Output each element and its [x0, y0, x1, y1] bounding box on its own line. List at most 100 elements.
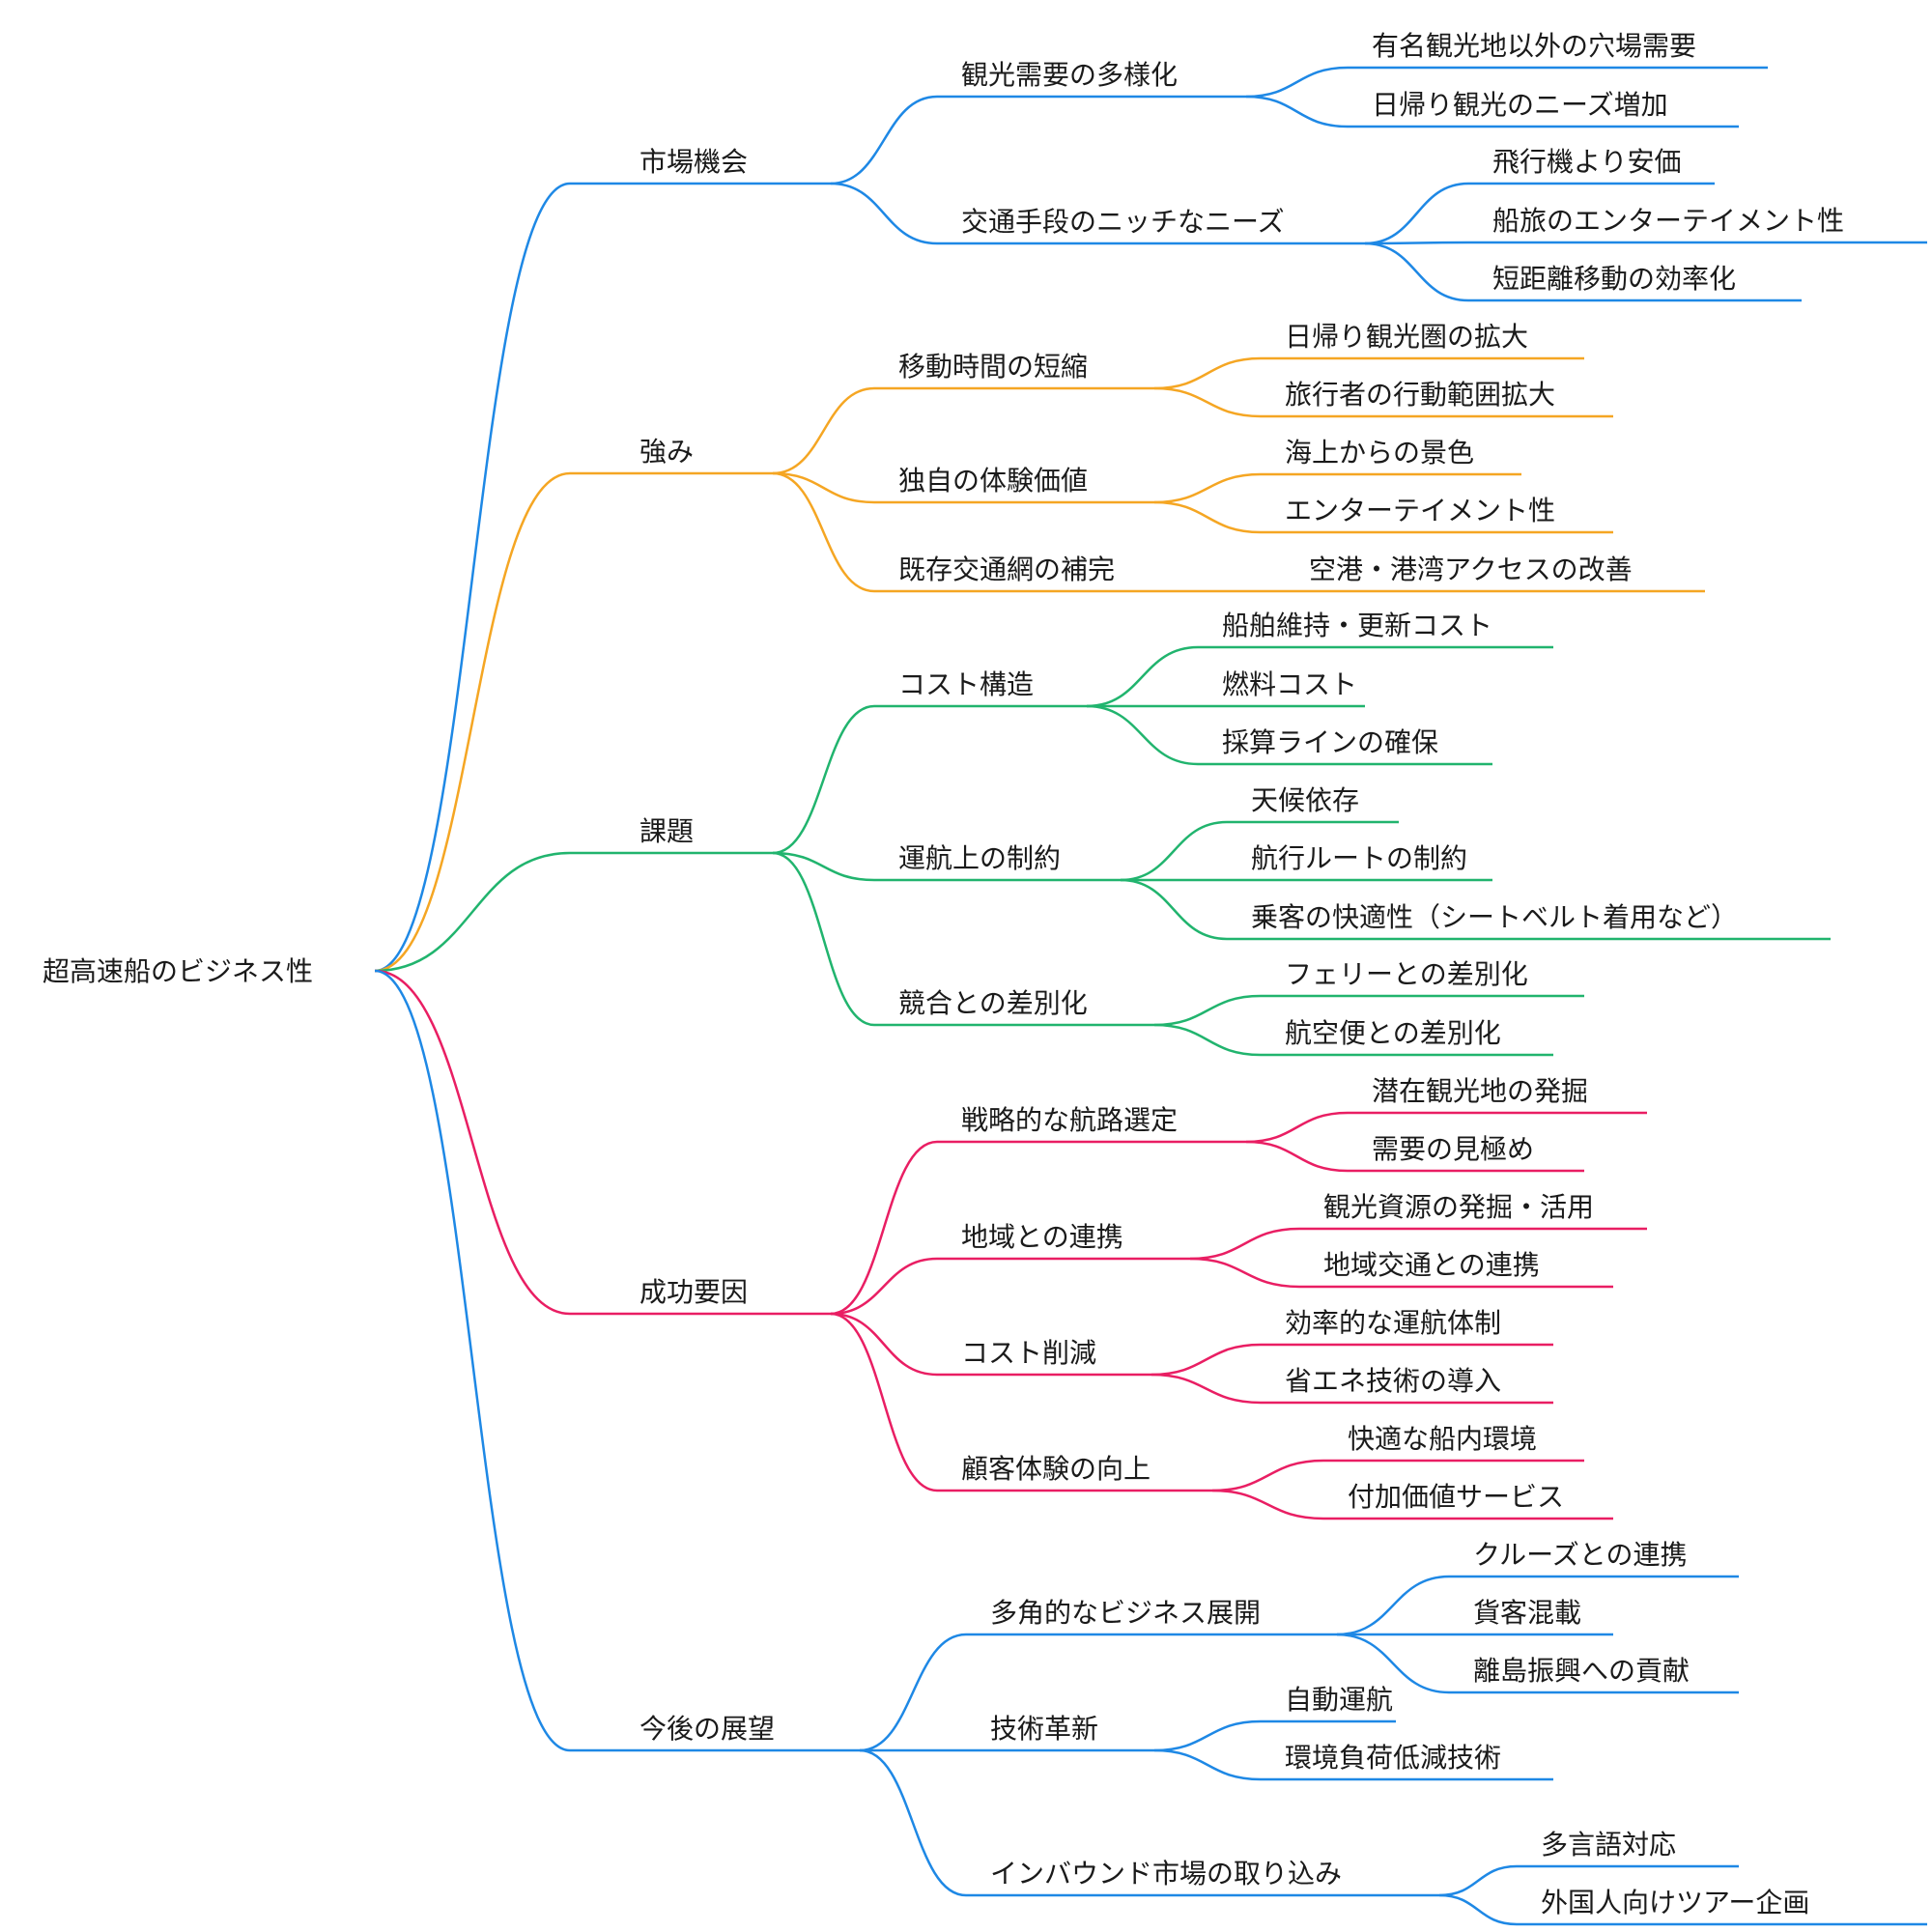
sub-node: 技術革新 [990, 1713, 1099, 1745]
leaf-node: 潜在観光地の発掘 [1372, 1075, 1589, 1107]
leaf-node: 日帰り観光圏の拡大 [1285, 321, 1529, 353]
branch-node: 強み [639, 436, 695, 468]
leaf-connector [1438, 1864, 1518, 1897]
leaf-node: 多言語対応 [1541, 1829, 1677, 1861]
leaf-connector [1245, 1111, 1349, 1144]
sub-node: 観光需要の多様化 [961, 59, 1179, 91]
leaf-connector [1364, 242, 1469, 302]
leaf-connector [1120, 878, 1228, 941]
leaf-connector [1245, 1140, 1349, 1173]
leaf-node: 天候依存 [1251, 784, 1360, 816]
sub-connector [830, 95, 938, 185]
sub-connector [772, 851, 875, 882]
leaf-node: クルーズとの連携 [1473, 1539, 1688, 1571]
sub-node: 独自の体験価値 [898, 465, 1089, 497]
leaf-node: 空港・港湾アクセスの改善 [1309, 554, 1633, 585]
leaf-node: 船旅のエンターテイメント性 [1492, 205, 1845, 237]
leaf-node: 船舶維持・更新コスト [1222, 610, 1493, 641]
sub-connector [830, 182, 938, 245]
leaf-node: 省エネ技術の導入 [1285, 1365, 1502, 1397]
leaf-node: 採算ラインの確保 [1222, 726, 1439, 758]
leaf-connector [1211, 1459, 1324, 1492]
sub-node: インバウンド市場の取り込み [990, 1858, 1343, 1889]
leaf-node: 需要の見極め [1372, 1133, 1535, 1165]
branch-node: 課題 [639, 815, 695, 847]
leaf-node: 貨客混載 [1473, 1597, 1582, 1629]
leaf-connector [1153, 994, 1262, 1027]
sub-node: 多角的なビジネス展開 [990, 1597, 1262, 1629]
leaf-connector [1086, 645, 1199, 708]
leaf-connector [1438, 1893, 1518, 1926]
leaf-connector [1120, 820, 1228, 882]
leaf-connector [1153, 1023, 1262, 1057]
sub-node: 移動時間の短縮 [898, 351, 1089, 383]
sub-connector [830, 1312, 938, 1492]
leaf-connector [1336, 1633, 1450, 1694]
leaf-node: 有名観光地以外の穴場需要 [1372, 30, 1697, 62]
branch-connector [374, 969, 571, 1316]
leaf-node: 快適な船内環境 [1348, 1423, 1538, 1455]
branch-connector [374, 851, 571, 973]
leaf-connector [1153, 356, 1262, 390]
leaf-connector [1153, 472, 1262, 504]
leaf-connector [1211, 1489, 1324, 1520]
sub-node: 既存交通網の補完 [898, 554, 1116, 585]
leaf-connector [1189, 1227, 1300, 1261]
leaf-connector [1153, 500, 1262, 534]
branch-connector [374, 182, 571, 973]
branch-connector [374, 471, 571, 973]
sub-node: コスト構造 [898, 668, 1035, 700]
leaf-node: エンターテイメント性 [1285, 495, 1556, 526]
leaf-node: 燃料コスト [1222, 668, 1358, 700]
sub-connector [859, 1633, 967, 1752]
leaf-node: 海上からの景色 [1285, 437, 1475, 469]
sub-connector [772, 471, 875, 504]
leaf-node: 短距離移動の効率化 [1492, 263, 1737, 295]
sub-connector [830, 1140, 938, 1316]
root-node: 超高速船のビジネス性 [43, 955, 314, 987]
leaf-connector [1364, 182, 1469, 245]
leaf-node: 付加価値サービス [1348, 1481, 1565, 1513]
leaf-node: 航行ルートの制約 [1251, 842, 1468, 874]
leaf-connector [1153, 1719, 1262, 1752]
leaf-node: 外国人向けツアー企画 [1541, 1887, 1810, 1918]
sub-connector [772, 704, 875, 855]
leaf-node: 自動運航 [1285, 1684, 1394, 1716]
leaf-connector [1153, 1748, 1262, 1781]
leaf-connector [1153, 386, 1262, 418]
leaf-connector [1364, 241, 1469, 245]
leaf-node: 地域交通との連携 [1323, 1249, 1540, 1281]
sub-node: 競合との差別化 [898, 987, 1088, 1019]
branch-node: 今後の展望 [639, 1713, 776, 1745]
leaf-connector [1336, 1575, 1450, 1636]
sub-node: 顧客体験の向上 [961, 1453, 1151, 1485]
leaf-connector [1245, 66, 1349, 99]
leaf-node: 旅行者の行動範囲拡大 [1285, 379, 1556, 411]
sub-connector [772, 471, 875, 593]
leaf-node: 飛行機より安価 [1492, 146, 1682, 178]
sub-connector [772, 386, 875, 475]
leaf-connector [1151, 1373, 1262, 1405]
leaf-node: 日帰り観光のニーズ増加 [1372, 89, 1668, 121]
leaf-node: 効率的な運航体制 [1285, 1307, 1502, 1339]
sub-node: 交通手段のニッチなニーズ [961, 206, 1285, 238]
sub-node: コスト削減 [961, 1337, 1097, 1369]
sub-node: 運航上の制約 [898, 842, 1062, 874]
leaf-node: フェリーとの差別化 [1285, 958, 1528, 990]
leaf-node: 航空便との差別化 [1285, 1017, 1501, 1049]
leaf-connector [1086, 704, 1199, 766]
sub-connector [859, 1748, 967, 1897]
leaf-node: 乗客の快適性（シートベルト着用など） [1251, 901, 1739, 933]
branch-node: 成功要因 [639, 1276, 749, 1308]
branch-node: 市場機会 [639, 146, 749, 178]
sub-node: 戦略的な航路選定 [961, 1104, 1179, 1136]
leaf-node: 離島振興への貢献 [1473, 1655, 1690, 1687]
sub-connector [830, 1257, 938, 1316]
sub-connector [772, 851, 875, 1027]
leaf-connector [1189, 1257, 1300, 1289]
leaf-node: 観光資源の発掘・活用 [1323, 1191, 1595, 1223]
leaf-connector [1151, 1343, 1262, 1377]
sub-node: 地域との連携 [961, 1221, 1123, 1253]
